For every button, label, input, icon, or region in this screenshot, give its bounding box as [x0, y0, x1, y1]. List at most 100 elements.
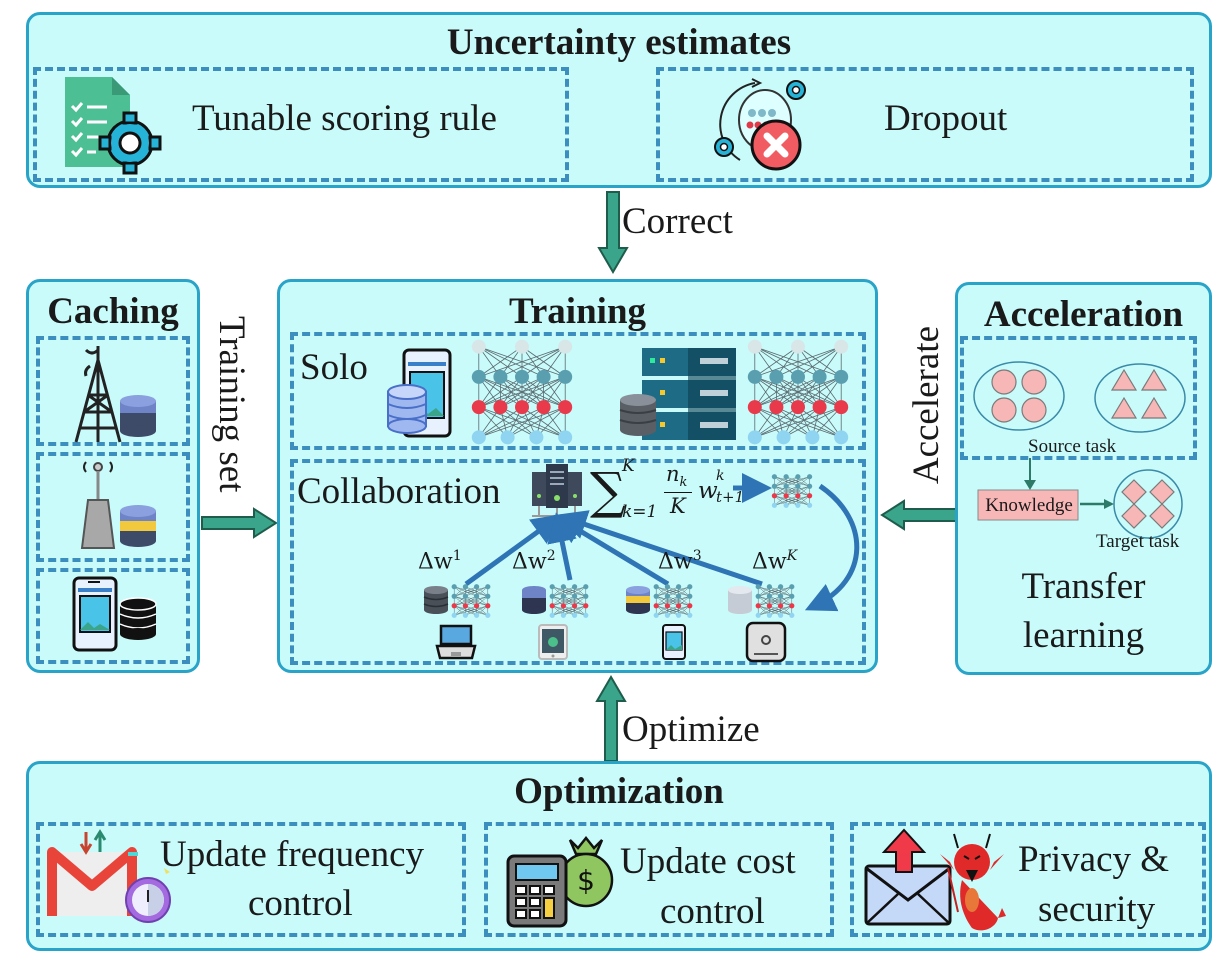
- nn-node: [572, 612, 578, 618]
- nn-node: [583, 593, 589, 599]
- nn-edge: [552, 605, 575, 616]
- nn-edge: [783, 406, 820, 438]
- nn-node: [747, 369, 762, 384]
- nn-edge: [754, 376, 842, 408]
- nn-edge: [507, 406, 566, 438]
- nn-node: [583, 603, 589, 609]
- nn-node: [474, 612, 480, 618]
- nn-node: [583, 612, 589, 618]
- nn-node: [687, 584, 693, 590]
- mini-pc-icon: [745, 621, 787, 663]
- transfer-learning-line1: Transfer: [1021, 566, 1146, 607]
- nn-node: [766, 612, 772, 618]
- caching-item-tower: [36, 336, 190, 446]
- nn-edge: [769, 586, 792, 597]
- acceleration-title: Acceleration: [983, 294, 1184, 335]
- nn-node: [687, 612, 693, 618]
- nn-node: [795, 474, 801, 480]
- nn-node: [536, 369, 551, 384]
- nn-node: [572, 603, 578, 609]
- nn-edge: [478, 406, 544, 438]
- nn-edge: [754, 406, 842, 438]
- server-cluster-icon: [532, 464, 582, 517]
- nn-node: [676, 612, 682, 618]
- nn-node: [515, 400, 529, 415]
- nn-node: [795, 502, 801, 508]
- nn-edge: [774, 476, 798, 487]
- nn-node: [791, 369, 805, 384]
- nn-edge: [656, 596, 679, 606]
- formula-upper: K: [622, 456, 635, 476]
- neural-network-icon: [451, 584, 491, 618]
- neural-network-icon: [747, 339, 849, 445]
- accelerate-arrow: [880, 499, 957, 531]
- nn-edge: [776, 406, 813, 438]
- nn-node: [783, 474, 789, 480]
- nn-node: [572, 593, 578, 599]
- nn-node: [789, 612, 795, 618]
- nn-edge: [797, 346, 842, 378]
- nn-node: [471, 430, 486, 445]
- uncertainty-item-dropout: [656, 67, 1194, 182]
- nn-node: [834, 339, 849, 354]
- nn-node: [549, 612, 555, 618]
- nn-node: [560, 603, 566, 609]
- nn-node: [807, 502, 813, 508]
- calculator-money-icon: $: [506, 835, 614, 928]
- neural-network-icon: [771, 474, 813, 508]
- nn-node: [755, 603, 761, 609]
- nn-edge: [754, 346, 842, 378]
- nn-edge: [667, 605, 690, 616]
- optimization-item-frequency-line2: control: [248, 883, 353, 924]
- caching-database-icon: [120, 505, 156, 547]
- nn-edge: [656, 586, 690, 597]
- mail-devil-icon: [864, 828, 1006, 931]
- nn-edge: [500, 406, 537, 438]
- acceleration-panel: Acceleration: [955, 282, 1212, 675]
- smartphone-icon: [387, 348, 452, 438]
- nn-edge: [774, 495, 810, 506]
- nn-node: [789, 584, 795, 590]
- nn-edge: [754, 406, 813, 438]
- nn-node: [778, 603, 784, 609]
- nn-node: [778, 612, 784, 618]
- nn-edge: [552, 596, 575, 606]
- nn-edge: [776, 376, 842, 408]
- nn-node: [807, 483, 813, 489]
- formula-n-sub: k: [679, 475, 688, 491]
- nn-edge: [786, 476, 810, 487]
- nn-edge: [478, 406, 523, 438]
- nn-node: [812, 369, 827, 384]
- optimization-item-frequency-line1: Update frequency: [160, 834, 425, 875]
- svg-text:$: $: [577, 864, 595, 897]
- neural-network-icon: [755, 584, 795, 618]
- correct-label: Correct: [622, 201, 733, 242]
- client-database-icon: [423, 586, 449, 614]
- nn-edge: [454, 605, 477, 616]
- neural-network-icon: [471, 339, 573, 445]
- knowledge-box[interactable]: Knowledge: [985, 495, 1073, 516]
- nn-node: [664, 603, 670, 609]
- nn-node: [769, 400, 784, 415]
- nn-edge: [454, 586, 488, 597]
- nn-edge: [758, 595, 792, 607]
- formula-w-sub: t+1: [716, 488, 745, 506]
- solo-section: [290, 332, 866, 450]
- formula-denominator: K: [670, 494, 686, 518]
- nn-node: [653, 593, 659, 599]
- optimization-item-privacy-line1: Privacy &: [1018, 839, 1170, 880]
- nn-node: [789, 603, 795, 609]
- nn-edge: [454, 595, 488, 607]
- nn-node: [783, 483, 789, 489]
- uncertainty-panel: Uncertainty estimates: [26, 12, 1212, 188]
- uncertainty-item-dropout-label: Dropout: [884, 98, 1008, 139]
- nn-node: [558, 430, 573, 445]
- cell-tower-icon: [74, 346, 122, 443]
- nn-node: [536, 400, 551, 415]
- nn-edge: [552, 586, 575, 597]
- source-task-section: [960, 336, 1197, 460]
- nn-node: [791, 400, 805, 415]
- caching-title: Caching: [47, 291, 179, 332]
- collaboration-label: Collaboration: [297, 471, 501, 512]
- optimize-label: Optimize: [622, 709, 760, 750]
